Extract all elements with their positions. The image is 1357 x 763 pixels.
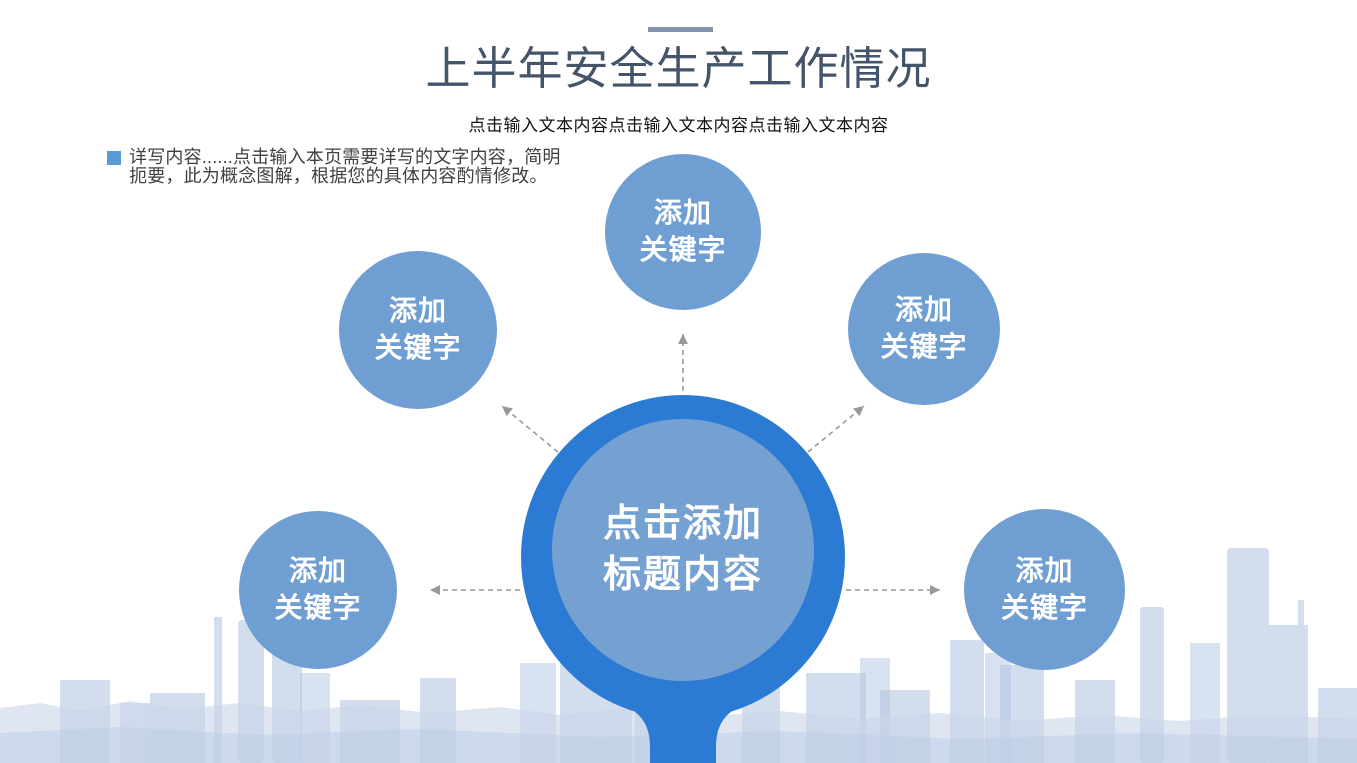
keyword-circle-top[interactable]: 添加 关键字: [605, 154, 761, 310]
keyword-line1: 添加: [1015, 554, 1074, 586]
square-bullet-icon: [107, 151, 121, 165]
page-title: 上半年安全生产工作情况: [425, 43, 932, 94]
keyword-line1: 添加: [288, 555, 347, 587]
center-topic-line2: 标题内容: [602, 554, 763, 596]
keyword-circle-upper-right[interactable]: 添加 关键字: [848, 253, 1000, 405]
keyword-line2: 关键字: [1000, 591, 1088, 623]
keyword-line1: 添加: [894, 294, 953, 326]
subtitle-placeholder[interactable]: 点击输入文本内容点击输入文本内容点击输入文本内容: [468, 116, 889, 135]
title-accent-dash: [648, 27, 713, 32]
keyword-line2: 关键字: [374, 332, 462, 363]
keyword-line2: 关键字: [639, 234, 727, 265]
keyword-line2: 关键字: [880, 331, 968, 362]
keyword-circle-lower-right[interactable]: 添加 关键字: [964, 509, 1125, 670]
keyword-line1: 添加: [388, 295, 447, 327]
center-topic-line1: 点击添加: [602, 502, 763, 545]
center-topic-inner: 点击添加 标题内容: [552, 419, 814, 681]
keyword-circle-upper-left[interactable]: 添加 关键字: [339, 251, 497, 409]
note-block[interactable]: 详写内容......点击输入本页需要详写的文字内容，简明扼要，此为概念图解，根据…: [107, 148, 569, 186]
keyword-circle-lower-left[interactable]: 添加 关键字: [239, 511, 397, 669]
note-text: 详写内容......点击输入本页需要详写的文字内容，简明扼要，此为概念图解，根据…: [129, 147, 561, 186]
keyword-line1: 添加: [653, 197, 712, 229]
arrow-to-upper-right: [807, 405, 865, 453]
arrow-to-upper-left: [501, 405, 559, 453]
center-topic-circle[interactable]: 点击添加 标题内容: [521, 395, 845, 719]
keyword-line2: 关键字: [274, 592, 362, 623]
